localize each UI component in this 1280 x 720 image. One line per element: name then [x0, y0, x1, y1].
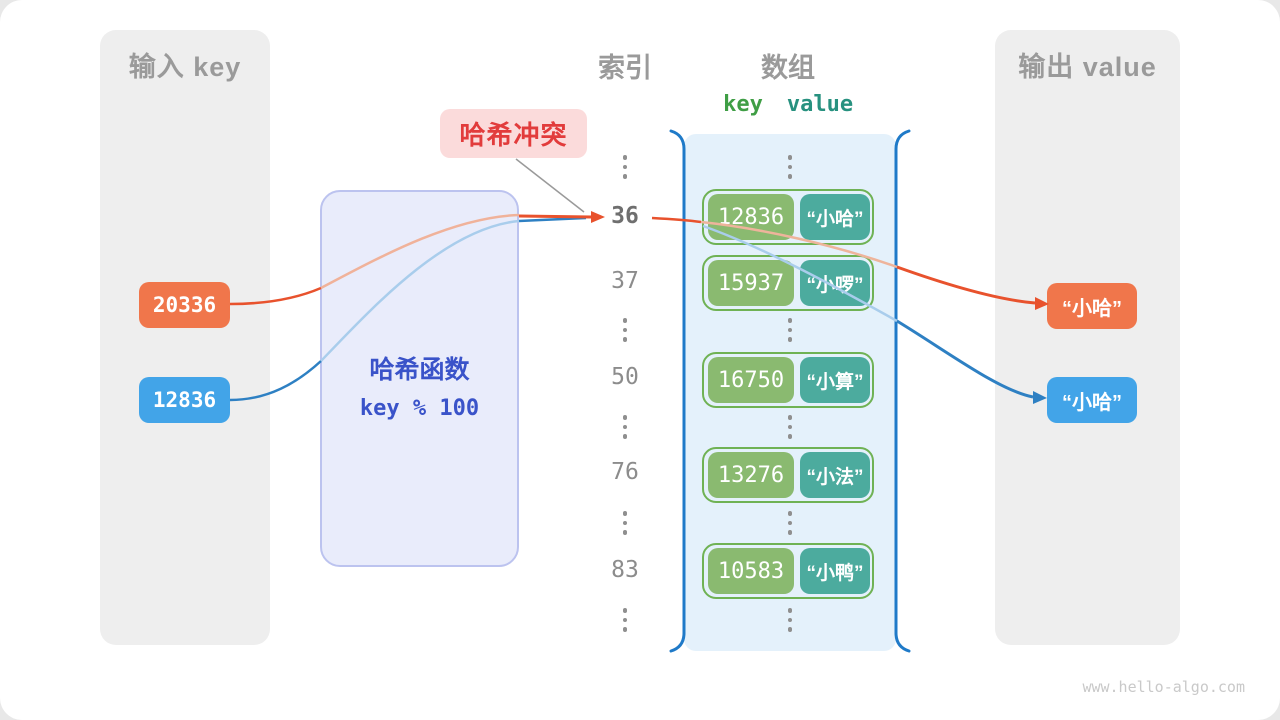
pair-value: “小法”	[800, 452, 870, 498]
array-pair-row: 10583 “小鸭”	[702, 543, 874, 599]
hash-collision-badge: 哈希冲突	[440, 109, 587, 158]
array-pair-row: 12836 “小哈”	[702, 189, 874, 245]
array-right-bracket	[894, 129, 911, 653]
hash-function-formula: key % 100	[359, 396, 480, 421]
pair-key: 16750	[708, 357, 794, 403]
pair-value: “小哈”	[800, 194, 870, 240]
badge-pointer-line	[515, 158, 585, 213]
array-pair-row: 16750 “小算”	[702, 352, 874, 408]
index-label: 50	[611, 364, 639, 390]
pair-key: 12836	[708, 194, 794, 240]
value-column-label: value	[786, 92, 854, 117]
ellipsis	[782, 511, 798, 535]
input-key-box: 20336	[139, 282, 230, 328]
ellipsis	[617, 608, 633, 632]
ellipsis	[617, 511, 633, 535]
index-label: 36	[611, 203, 639, 229]
array-column-header: 数组	[761, 53, 815, 83]
index-column-header: 索引	[598, 53, 652, 83]
pair-value: “小鸭”	[800, 548, 870, 594]
ellipsis	[782, 608, 798, 632]
ellipsis	[617, 415, 633, 439]
ellipsis	[782, 318, 798, 342]
index-label: 83	[611, 557, 639, 583]
output-value-box: “小哈”	[1047, 377, 1137, 423]
ellipsis	[617, 155, 633, 179]
input-key-box: 12836	[139, 377, 230, 423]
index-label: 37	[611, 268, 639, 294]
array-pair-row: 15937 “小啰”	[702, 255, 874, 311]
pair-key: 13276	[708, 452, 794, 498]
pair-key: 15937	[708, 260, 794, 306]
pair-key: 10583	[708, 548, 794, 594]
key-column-label: key	[723, 92, 763, 117]
input-panel-title: 输入 key	[128, 52, 242, 82]
array-left-bracket	[669, 129, 686, 653]
output-panel	[995, 30, 1180, 645]
ellipsis	[617, 318, 633, 342]
input-panel	[100, 30, 270, 645]
pair-value: “小啰”	[800, 260, 870, 306]
ellipsis	[782, 415, 798, 439]
orange-arrow-to-index	[518, 214, 592, 219]
hash-function-title: 哈希函数	[369, 356, 470, 384]
pair-value: “小算”	[800, 357, 870, 403]
watermark: www.hello-algo.com	[1082, 678, 1245, 696]
output-panel-title: 输出 value	[1018, 52, 1157, 82]
output-value-box: “小哈”	[1047, 283, 1137, 329]
ellipsis	[782, 155, 798, 179]
index-label: 76	[611, 459, 639, 485]
array-pair-row: 13276 “小法”	[702, 447, 874, 503]
blue-exit-line	[518, 216, 587, 223]
